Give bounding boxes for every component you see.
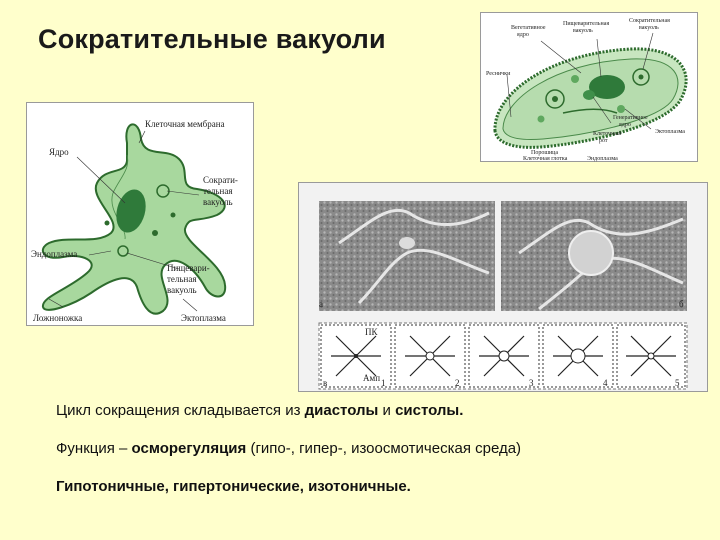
text-line-cycle: Цикл сокращения складывается из диастолы… — [56, 402, 463, 419]
slide-title: Сократительные вакуоли — [38, 24, 386, 54]
panel-a-letter: а — [319, 299, 323, 309]
cycle-intro: Цикл сокращения складывается из — [56, 402, 305, 419]
amoeba-diagram: Клеточная мембрана Ядро Сократи- тельная… — [26, 102, 254, 326]
label-endoplasm: Эндоплазма — [587, 156, 618, 162]
micrograph-panel: а б ПК Амп в 1 2 3 4 5 — [298, 182, 708, 392]
label-cilia: Реснички — [486, 71, 511, 77]
label-digestive-vacuole-1: Пищеварительная — [563, 21, 609, 27]
label-generative-nucleus-1: Генеративное — [613, 115, 648, 121]
panel-b-letter: б — [679, 299, 684, 309]
label-contractile-vacuole-2: вакуоль — [639, 25, 659, 31]
cycle-diastole: диастолы — [304, 402, 379, 419]
label-digestive-vacuole-2: вакуоль — [573, 28, 593, 34]
paramecium-illustration: Вегетативное ядро Пищеварительная вакуол… — [486, 18, 688, 162]
micrograph-illustration: а б ПК Амп в 1 2 3 4 5 — [318, 201, 688, 390]
function-osmoregulation: осморегуляция — [131, 440, 247, 457]
label-endoplasm: Эндоплазма — [31, 249, 77, 259]
label-generative-nucleus-2: ядро — [619, 122, 631, 128]
paramecium-diagram: Вегетативное ядро Пищеварительная вакуол… — [480, 12, 698, 162]
function-environment: (гипо-, гипер-, изоосмотическая среда) — [246, 440, 522, 457]
label-contractile-vacuole-3: вакуоль — [203, 197, 233, 207]
label-digestive-vacuole-2: тельная — [167, 274, 196, 284]
scheme-number-3: 3 — [529, 378, 534, 388]
label-contractile-vacuole-1: Сократи- — [203, 175, 238, 185]
label-cell-mouth-2: рот — [599, 138, 608, 144]
cycle-systole: систолы. — [395, 402, 464, 419]
label-digestive-vacuole-3: вакуоль — [167, 285, 197, 295]
cycle-and: и — [378, 402, 396, 419]
label-vegetative-nucleus-2: ядро — [517, 32, 529, 38]
label-ectoplasm: Эктоплазма — [655, 129, 685, 135]
label-digestive-vacuole-1: Пищевари- — [167, 263, 210, 273]
scheme-label-pk: ПК — [365, 327, 378, 337]
text-line-tonicity: Гипотоничные, гипертонические, изотоничн… — [56, 478, 411, 495]
function-intro: Функция – — [56, 440, 132, 457]
text-line-function: Функция – осморегуляция (гипо-, гипер-, … — [56, 440, 521, 457]
scheme-number-4: 4 — [603, 378, 608, 388]
label-contractile-vacuole-1: Сократительная — [629, 18, 670, 24]
scheme-number-2: 2 — [455, 378, 460, 388]
micrograph-a — [319, 201, 495, 311]
label-vegetative-nucleus-1: Вегетативное — [511, 25, 546, 31]
label-cell-pharynx: Клеточная глотка — [523, 156, 568, 162]
scheme-number-5: 5 — [675, 378, 680, 388]
label-ectoplasm: Эктоплазма — [181, 313, 226, 323]
label-nucleus: Ядро — [49, 147, 69, 157]
amoeba-illustration: Клеточная мембрана Ядро Сократи- тельная… — [31, 119, 238, 323]
label-contractile-vacuole-2: тельная — [203, 186, 232, 196]
label-cell-membrane: Клеточная мембрана — [145, 119, 225, 129]
label-cell-mouth-1: Клеточный — [593, 130, 622, 137]
panel-v-letter: в — [323, 378, 327, 388]
scheme-label-amp: Амп — [363, 373, 380, 383]
label-powder: Порошица — [531, 150, 558, 156]
label-pseudopod: Ложноножка — [33, 313, 82, 323]
scheme-number-1: 1 — [381, 378, 386, 388]
